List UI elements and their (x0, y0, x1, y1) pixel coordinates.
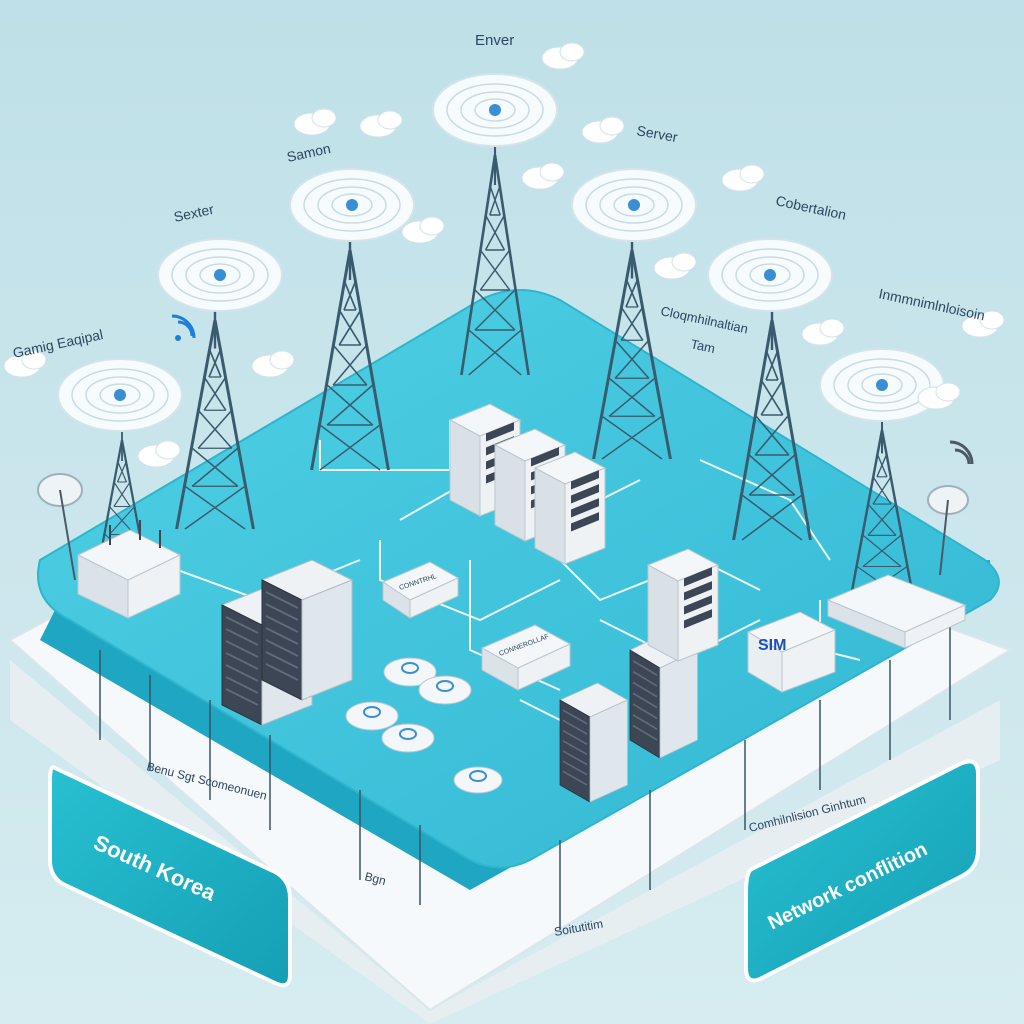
label-bottom-2: Bgn (363, 869, 387, 888)
label-team: Tam (689, 336, 716, 356)
label-top: Enver (475, 32, 514, 49)
rack-left-2 (261, 559, 353, 701)
banner-south-korea: South Korea (48, 765, 292, 988)
sim-box: SIM (746, 611, 837, 693)
satellite-dish-left (37, 473, 83, 581)
signal-ripple-far-right (707, 238, 833, 312)
wifi-icon-right (949, 440, 974, 465)
server-right (647, 548, 719, 662)
wifi-icon (171, 314, 196, 341)
banner-network: Network conflition (744, 759, 980, 983)
signal-ripple-right (571, 168, 697, 242)
rack-center-1 (559, 682, 629, 803)
satellite-dish-right (927, 485, 969, 576)
controller-box-2: CONNEROLLAF (480, 624, 572, 691)
round-devices (345, 657, 503, 794)
signal-ripple-far-left (157, 238, 283, 312)
signal-ripple-top (432, 73, 558, 147)
hanging-cables (99, 625, 951, 930)
right-base-device (826, 574, 967, 649)
sim-label: SIM (758, 637, 786, 654)
label-server-right: Server (635, 122, 679, 145)
controller-box-1: CONNTRHL (381, 561, 460, 619)
signal-ripple-edge-left (57, 358, 183, 432)
signal-ripple-edge-right (819, 348, 945, 422)
router-left (76, 520, 182, 619)
server-3 (534, 451, 606, 565)
signal-ripple-left (289, 168, 415, 242)
